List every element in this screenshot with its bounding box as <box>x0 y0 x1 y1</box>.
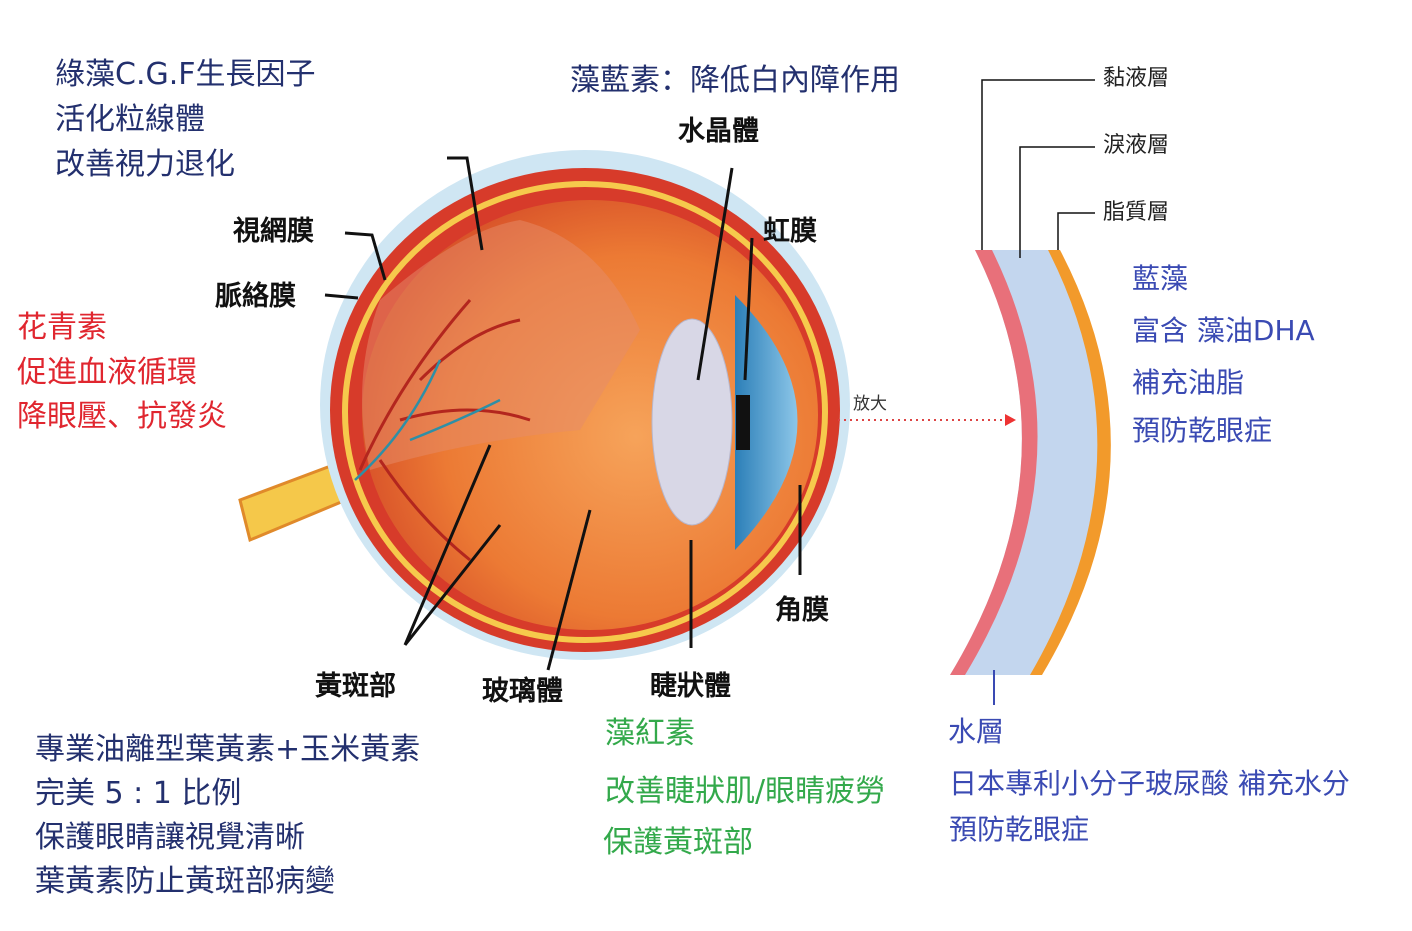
lutein-line-4: 葉黃素防止黃斑部病變 <box>35 864 335 899</box>
lens <box>651 318 733 526</box>
label-cornea: 角膜 <box>775 595 829 626</box>
phycocyanin-text: 藻藍素：降低白內障作用 <box>570 63 900 98</box>
lutein-line-3: 保護眼睛讓視覺清晰 <box>35 820 305 855</box>
label-macula: 黃斑部 <box>315 671 396 702</box>
label-magnify: 放大 <box>853 394 887 414</box>
algae-oil-line-2: 富含 藻油DHA <box>1132 314 1315 347</box>
label-retina: 視網膜 <box>233 216 314 247</box>
anthocyanin-line-3: 降眼壓、抗發炎 <box>17 399 227 434</box>
anthocyanin-line-2: 促進血液循環 <box>17 355 197 390</box>
lutein-line-1: 專業油離型葉黃素+玉米黃素 <box>35 732 421 767</box>
lutein-line-2: 完美 5 : 1 比例 <box>35 776 242 811</box>
label-vitreous: 玻璃體 <box>482 676 563 707</box>
label-water-layer: 水層 <box>948 715 1005 748</box>
label-ciliary: 睫狀體 <box>650 671 731 702</box>
label-choroid: 脈絡膜 <box>215 281 296 312</box>
label-lens: 水晶體 <box>678 116 759 147</box>
astaxanthin-line-2: 改善睫狀肌/眼睛疲勞 <box>605 774 886 809</box>
label-mucin-layer: 黏液層 <box>1103 66 1170 91</box>
chlorella-line-3: 改善視力退化 <box>55 147 235 182</box>
anthocyanin-line-1: 花青素 <box>17 310 107 345</box>
algae-oil-line-3: 補充油脂 <box>1132 366 1245 399</box>
astaxanthin-line-3: 保護黃斑部 <box>603 825 753 860</box>
label-lipid-layer: 脂質層 <box>1103 200 1170 225</box>
algae-oil-line-1: 藍藻 <box>1132 262 1189 295</box>
tear-film-mucin-layer <box>950 250 1038 675</box>
astaxanthin-line-1: 藻紅素 <box>605 716 695 751</box>
chlorella-line-1: 綠藻C.G.F生長因子 <box>55 57 316 92</box>
hyaluronic-line-1: 日本專利小分子玻尿酸 補充水分 <box>949 767 1350 800</box>
hyaluronic-line-2: 預防乾眼症 <box>949 813 1090 846</box>
algae-oil-line-4: 預防乾眼症 <box>1132 414 1273 447</box>
label-iris: 虹膜 <box>763 216 817 247</box>
label-tear-layer: 淚液層 <box>1103 133 1170 158</box>
chlorella-line-2: 活化粒線體 <box>55 102 205 137</box>
tear-film-lipid-layer <box>1030 250 1111 675</box>
cornea <box>735 295 798 550</box>
